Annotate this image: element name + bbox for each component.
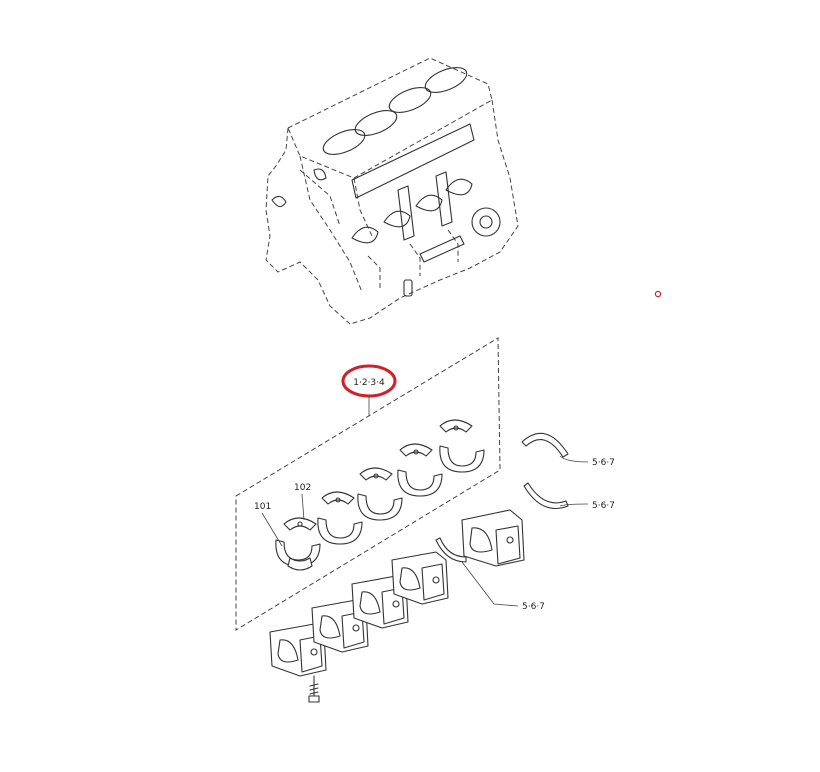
leader-thrust-low (461, 561, 519, 607)
engine-block (265, 57, 519, 325)
leader-thrust-mid (559, 503, 589, 507)
label-102: 102 (294, 483, 311, 493)
leader-101 (261, 512, 283, 547)
leader-thrust-top (559, 455, 589, 463)
bearing-group-outline (235, 337, 501, 631)
label-thrust-low: 5·6·7 (522, 602, 545, 612)
bearing-shells (275, 419, 485, 571)
label-thrust-mid: 5·6·7 (592, 501, 615, 511)
thrust-washers (435, 432, 569, 563)
leader-102 (301, 493, 305, 521)
bearing-caps (269, 509, 525, 703)
label-thrust-top: 5·6·7 (592, 458, 615, 468)
label-101: 101 (254, 502, 271, 512)
label-1-2-3-4: 1·2·3·4 (353, 378, 385, 388)
red-dot-mark (654, 290, 662, 298)
